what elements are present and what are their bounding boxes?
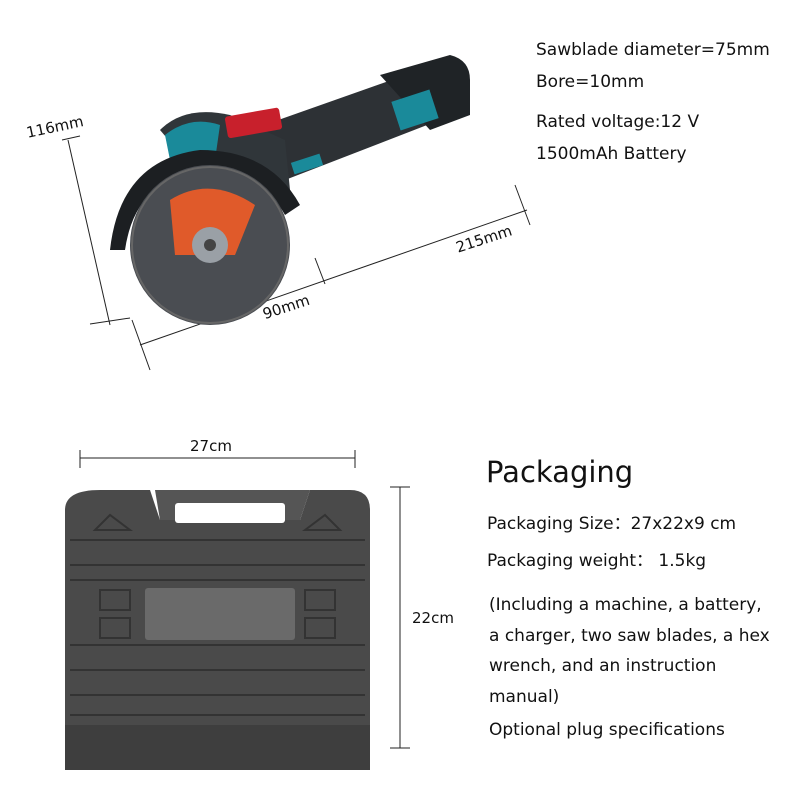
contents-line-4: manual) (489, 687, 560, 707)
spec-voltage: Rated voltage:12 V (536, 112, 700, 132)
tool-case-image (65, 490, 370, 770)
angle-grinder-image (110, 55, 470, 325)
spec-battery: 1500mAh Battery (536, 144, 687, 164)
contents-line-2: a charger, two saw blades, a hex (489, 626, 770, 646)
packaging-size: Packaging Size：27x22x9 cm (487, 514, 737, 534)
case-width-label: 27cm (190, 437, 232, 455)
contents-line-1: (Including a machine, a battery, (489, 595, 762, 615)
case-height-label: 22cm (412, 609, 454, 627)
packaging-title: Packaging (486, 455, 634, 489)
plug-options-note: Optional plug specifications (489, 720, 725, 740)
spec-blade-diameter: Sawblade diameter=75mm (536, 40, 770, 60)
case-dimension-lines (79, 450, 410, 749)
spec-bore: Bore=10mm (536, 72, 645, 92)
packaging-weight: Packaging weight： 1.5kg (487, 551, 707, 571)
contents-line-3: wrench, and an instruction (489, 656, 717, 676)
